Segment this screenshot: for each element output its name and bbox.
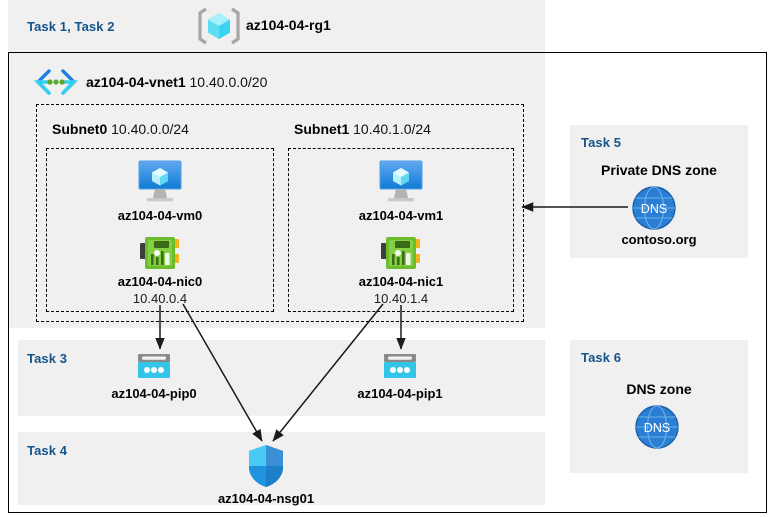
svg-text:DNS: DNS	[644, 421, 670, 435]
public-ip-address-icon	[138, 354, 170, 378]
pip1-name: az104-04-pip1	[357, 386, 443, 401]
task-label-4: Task 4	[27, 443, 68, 458]
svg-text:DNS: DNS	[641, 202, 667, 216]
subnet1-cidr: 10.40.1.0/24	[353, 121, 431, 137]
task-label-6: Task 6	[581, 350, 622, 365]
dns-zone-heading: DNS zone	[626, 381, 692, 397]
vm1-name: az104-04-vm1	[358, 208, 444, 223]
private-dns-zone-name: contoso.org	[621, 232, 697, 247]
task-label-3: Task 3	[27, 351, 68, 366]
subnet0-header: Subnet0 10.40.0.0/24	[52, 121, 189, 137]
dns-zone-icon: DNS	[635, 405, 679, 449]
network-interface-icon	[381, 237, 420, 269]
subnet0-label: Subnet0	[52, 121, 108, 137]
virtual-machine-icon	[379, 160, 423, 202]
nic0-name: az104-04-nic0	[117, 274, 203, 289]
resource-group-name-label: az104-04-rg1	[246, 17, 331, 33]
resource-group-boundary	[8, 52, 767, 513]
vnet-cidr-text: 10.40.0.0/20	[189, 74, 268, 90]
virtual-network-icon	[34, 69, 78, 95]
vnet-header: az104-04-vnet1 10.40.0.0/20	[86, 74, 267, 90]
subnet0-cidr: 10.40.0.0/24	[111, 121, 189, 137]
private-dns-zone-heading: Private DNS zone	[601, 162, 717, 178]
virtual-machine-icon	[138, 160, 182, 202]
nic0-ip: 10.40.0.4	[132, 291, 188, 306]
dns-zone-icon: DNS	[632, 186, 676, 230]
network-interface-icon	[140, 237, 179, 269]
task-label-1-2: Task 1, Task 2	[27, 19, 115, 34]
subnet1-label: Subnet1	[294, 121, 350, 137]
rg-name-text: az104-04-rg1	[246, 17, 331, 33]
nsg-name: az104-04-nsg01	[217, 491, 315, 506]
vnet-panel	[8, 53, 545, 328]
nic1-ip: 10.40.1.4	[373, 291, 429, 306]
vm0-name: az104-04-vm0	[117, 208, 203, 223]
subnet1-header: Subnet1 10.40.1.0/24	[294, 121, 431, 137]
resource-group-header-panel	[8, 0, 545, 52]
vnet-name-text: az104-04-vnet1	[86, 74, 186, 90]
nic1-name: az104-04-nic1	[358, 274, 444, 289]
pip0-name: az104-04-pip0	[111, 386, 197, 401]
network-security-group-icon	[249, 445, 283, 487]
task-label-5: Task 5	[581, 135, 622, 150]
public-ip-address-icon	[384, 354, 416, 378]
resource-group-icon	[198, 7, 240, 45]
